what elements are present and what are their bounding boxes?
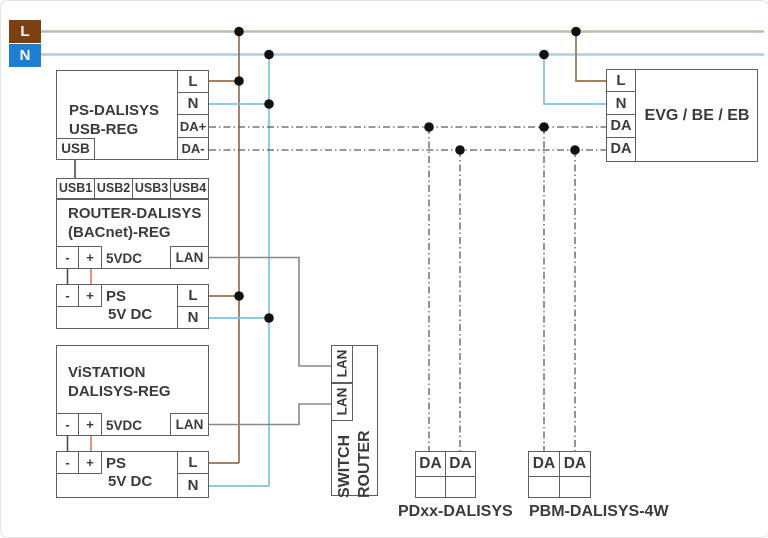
router-terminal-usb3: USB3 [132, 178, 171, 199]
pdxx-empty-cell [445, 476, 476, 498]
junction-dot [570, 145, 580, 155]
pdxx-terminal-da1: DA [415, 451, 446, 477]
evg-terminal-n: N [606, 91, 636, 115]
n-neutral-drop-left-wire [209, 54, 270, 487]
evg-terminal-da2: DA [606, 137, 636, 162]
junction-dot [234, 26, 244, 37]
junction-dot [234, 76, 244, 86]
ps1-terminal-n: N [177, 306, 209, 329]
ps1-name-label: PS [106, 288, 127, 305]
junction-dot [234, 291, 244, 301]
pbm-empty-cell [559, 476, 591, 498]
switch-terminal-lan1 [331, 345, 353, 383]
pdxx-dalisys-label: PDxx-DALISYS [398, 503, 513, 520]
evg-terminal-l: L [606, 69, 636, 92]
switch-router-title: SWITCH ROUTER [336, 430, 373, 498]
evg-be-eb-title: EVG / BE / EB [644, 106, 750, 124]
router-5vdc-label: 5VDC [106, 251, 143, 266]
l-phase-drop-evg-wire [575, 31, 606, 82]
n-neutral-drop-evg-wire [543, 54, 606, 105]
junction-dot [264, 313, 274, 323]
pdxx-empty-cell [415, 476, 446, 498]
pbm-terminal-da2: DA [559, 451, 591, 477]
ps1-terminal-plus: + [78, 284, 102, 307]
ps2-terminal-n: N [177, 473, 209, 498]
vistation-title: ViSTATION DALISYS-REG [68, 364, 171, 400]
junction-dot [424, 122, 434, 132]
phase-l-badge: L [9, 20, 41, 43]
junction-dot [571, 26, 581, 37]
vistation-terminal-lan: LAN [170, 413, 209, 436]
switch-terminal-lan2 [331, 383, 353, 421]
ps2-terminal-l: L [177, 451, 209, 474]
vistation-lan-wire [209, 403, 331, 426]
pdxx-terminal-da2: DA [445, 451, 476, 477]
junction-dot [539, 122, 549, 132]
ps2-voltage-label: 5V DC [108, 473, 153, 490]
ps1-voltage-label: 5V DC [108, 306, 153, 323]
router-title: ROUTER-DALISYS (BACnet)-REG [68, 205, 202, 241]
router-terminal-lan: LAN [170, 246, 209, 269]
pbm-dalisys-4w-label: PBM-DALISYS-4W [529, 503, 669, 520]
vistation-terminal-minus: - [56, 413, 79, 436]
router-terminal-usb1: USB1 [56, 178, 95, 199]
ps-usb-terminal-n: N [177, 92, 209, 115]
router-lan-wire [209, 256, 331, 367]
vistation-5vdc-label: 5VDC [106, 418, 143, 433]
ps-usb-terminal-da-minus: DA- [177, 137, 209, 160]
neutral-n-badge: N [9, 44, 41, 67]
junction-dot [264, 49, 274, 60]
junction-dot [455, 145, 465, 155]
router-terminal-plus: + [78, 246, 102, 269]
ps1-terminal-l: L [177, 284, 209, 307]
ps2-terminal-plus: + [78, 451, 102, 474]
pbm-terminal-da1: DA [528, 451, 560, 477]
ps-usb-terminal-da-plus: DA+ [177, 114, 209, 138]
ps-usb-terminal-usb: USB [56, 138, 95, 160]
ps1-terminal-minus: - [56, 284, 79, 307]
pbm-empty-cell [528, 476, 560, 498]
evg-terminal-da1: DA [606, 114, 636, 138]
l-phase-drop-left-wire [209, 31, 240, 464]
vistation-terminal-plus: + [78, 413, 102, 436]
switch-terminal-lan1-label: LAN [334, 349, 350, 378]
junction-dot [264, 99, 274, 109]
ps2-name-label: PS [106, 455, 127, 472]
junction-dot [539, 49, 549, 60]
ps-dalisys-usb-reg-title: PS-DALISYS USB-REG [69, 102, 160, 138]
router-terminal-minus: - [56, 246, 79, 269]
router-terminal-usb2: USB2 [94, 178, 133, 199]
router-terminal-usb4: USB4 [170, 178, 209, 199]
ps-usb-terminal-l: L [177, 70, 209, 93]
ps2-terminal-minus: - [56, 451, 79, 474]
